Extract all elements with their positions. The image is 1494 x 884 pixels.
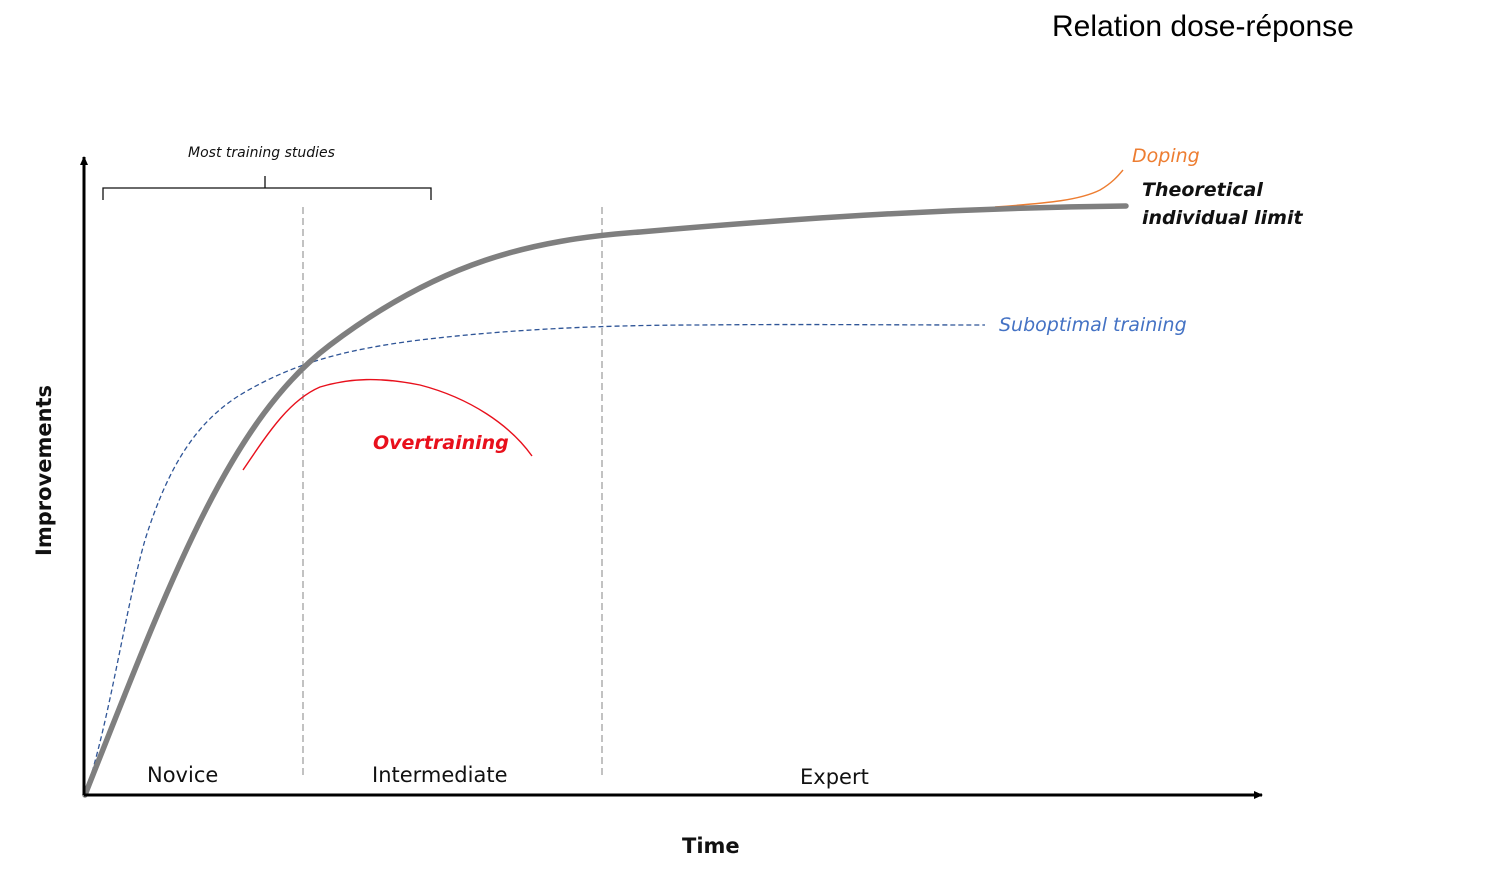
suboptimal-training-curve [84,323,986,796]
theoretical-limit-label-line1: Theoretical [1142,179,1263,201]
phase-intermediate-label: Intermediate [372,763,508,787]
overtraining-label: Overtraining [373,432,509,454]
y-axis-label: Improvements [32,384,56,556]
phase-expert-label: Expert [800,765,869,789]
training-studies-label: Most training studies [188,145,335,161]
phase-novice-label: Novice [147,763,219,787]
theoretical-limit-label-line2: individual limit [1142,207,1303,229]
overtraining-curve [242,378,533,471]
doping-label: Doping [1132,145,1200,167]
training-studies-bracket [102,176,432,200]
page-title: Relation dose-réponse [1052,10,1354,43]
theoretical-limit-curve [82,203,1129,798]
doping-curve [994,169,1124,208]
suboptimal-training-label: Suboptimal training [999,314,1187,336]
theoretical-limit-label: Theoretical individual limit [1142,176,1303,232]
x-axis-label: Time [682,834,740,858]
